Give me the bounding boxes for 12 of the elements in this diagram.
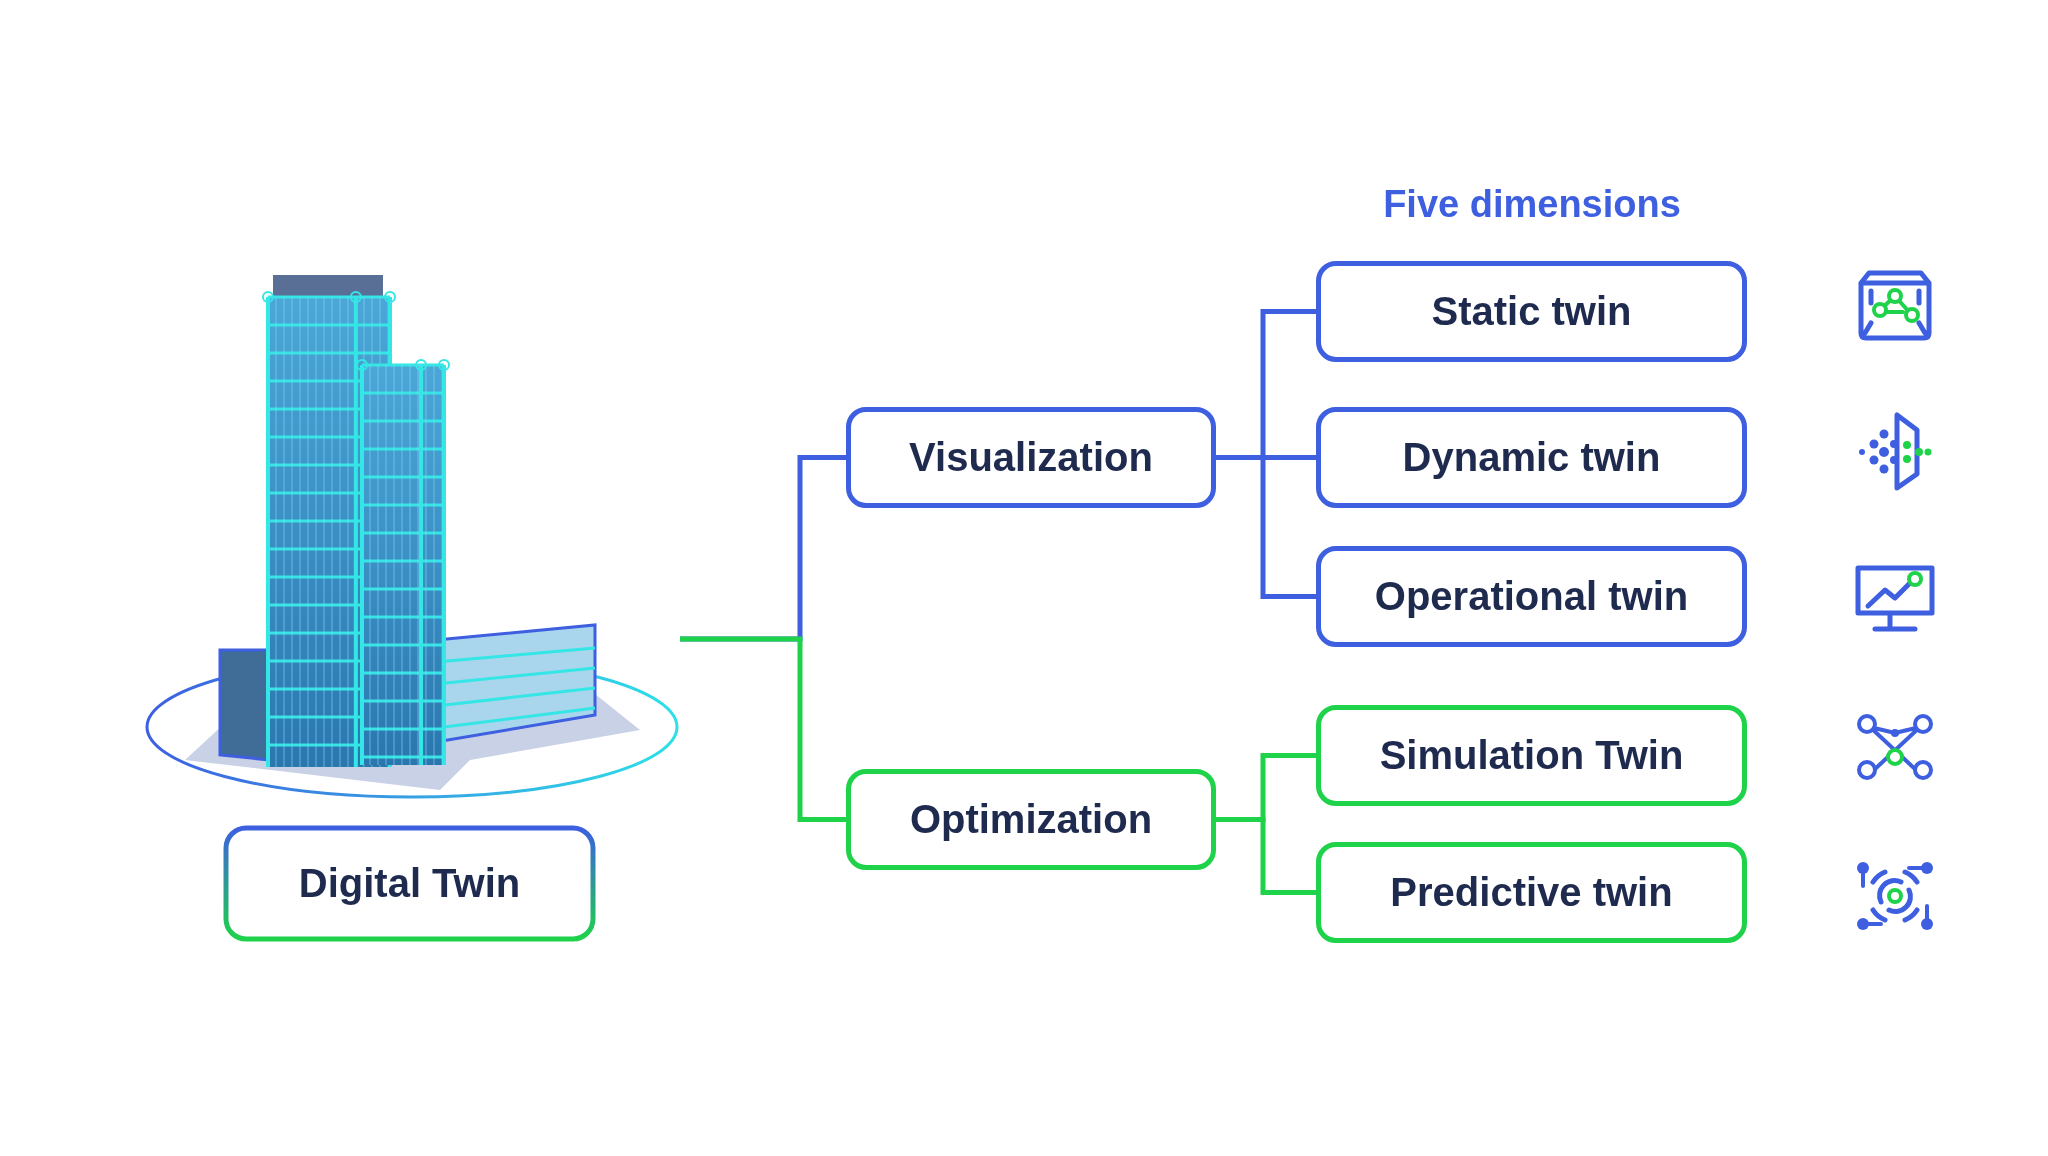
connector-line (680, 636, 846, 822)
twin-box: Static twin (1316, 261, 1747, 362)
category-box: Visualization (846, 407, 1216, 508)
category-box: Optimization (846, 769, 1216, 870)
title-box: Digital Twin (223, 825, 596, 942)
twin-box: Predictive twin (1316, 842, 1747, 943)
connector-line (1216, 455, 1316, 599)
heading: Five dimensions (1382, 183, 1682, 226)
connector-line (1216, 817, 1316, 895)
twin-box: Dynamic twin (1316, 407, 1747, 508)
twin-box: Operational twin (1316, 546, 1747, 647)
twin-box: Simulation Twin (1316, 705, 1747, 806)
